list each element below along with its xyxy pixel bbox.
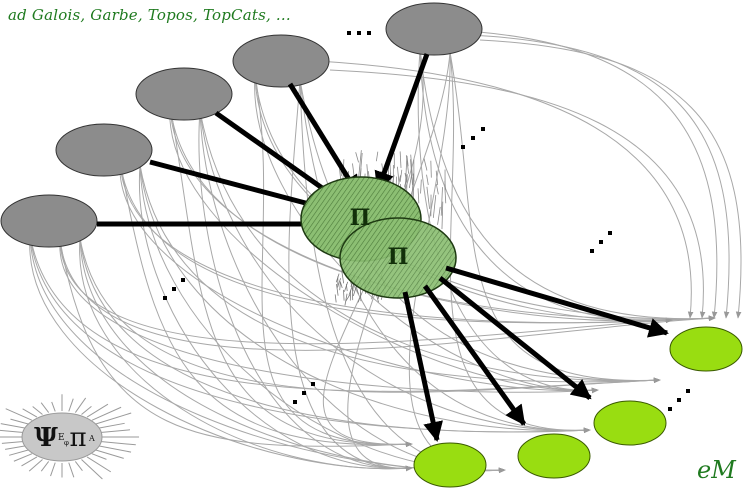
source-node bbox=[56, 124, 152, 176]
ellipsis-dot bbox=[293, 400, 297, 404]
target-node bbox=[670, 327, 742, 371]
ellipsis-dot bbox=[481, 127, 485, 131]
ellipsis-dot bbox=[357, 31, 361, 35]
target-node bbox=[594, 401, 666, 445]
target-node bbox=[414, 443, 486, 487]
ellipsis-dot bbox=[608, 231, 612, 235]
source-node bbox=[233, 35, 329, 87]
ellipsis-dot bbox=[181, 278, 185, 282]
connector-curve bbox=[418, 50, 598, 390]
ellipsis-dot bbox=[599, 240, 603, 244]
caption-text: ad Galois, Garbe, Topos, TopCats, ... bbox=[8, 6, 291, 24]
ellipsis-dot bbox=[461, 145, 465, 149]
connector-curve bbox=[450, 52, 660, 381]
ellipsis-dot bbox=[163, 296, 167, 300]
central-symbol-lower: Π bbox=[388, 244, 409, 270]
ellipsis-dot bbox=[302, 391, 306, 395]
connector-curve bbox=[450, 30, 717, 318]
ellipsis-dot bbox=[471, 136, 475, 140]
ellipsis-dot bbox=[590, 249, 594, 253]
connector-curve bbox=[480, 40, 741, 318]
signature-text: eM bbox=[697, 456, 736, 484]
logo-psi: Ψ bbox=[34, 423, 58, 453]
ellipsis-dot bbox=[367, 31, 371, 35]
ellipsis-dot bbox=[311, 382, 315, 386]
logo-phi: φ bbox=[64, 439, 69, 447]
ellipsis-dot bbox=[686, 389, 690, 393]
logo-a: A bbox=[88, 434, 95, 443]
ellipsis-dot bbox=[347, 31, 351, 35]
connector-curve bbox=[420, 50, 672, 321]
target-nodes bbox=[414, 327, 742, 487]
central-symbol-upper: Π bbox=[350, 205, 371, 231]
logo: Ψ E φ π A bbox=[0, 394, 139, 479]
source-node bbox=[1, 195, 97, 247]
ellipsis-dot bbox=[668, 407, 672, 411]
source-node bbox=[386, 3, 482, 55]
target-node bbox=[518, 434, 590, 478]
ellipsis-dot bbox=[172, 287, 176, 291]
logo-pi: π bbox=[69, 423, 86, 453]
central-node: Π Π bbox=[301, 177, 456, 298]
ellipsis-dot bbox=[677, 398, 681, 402]
